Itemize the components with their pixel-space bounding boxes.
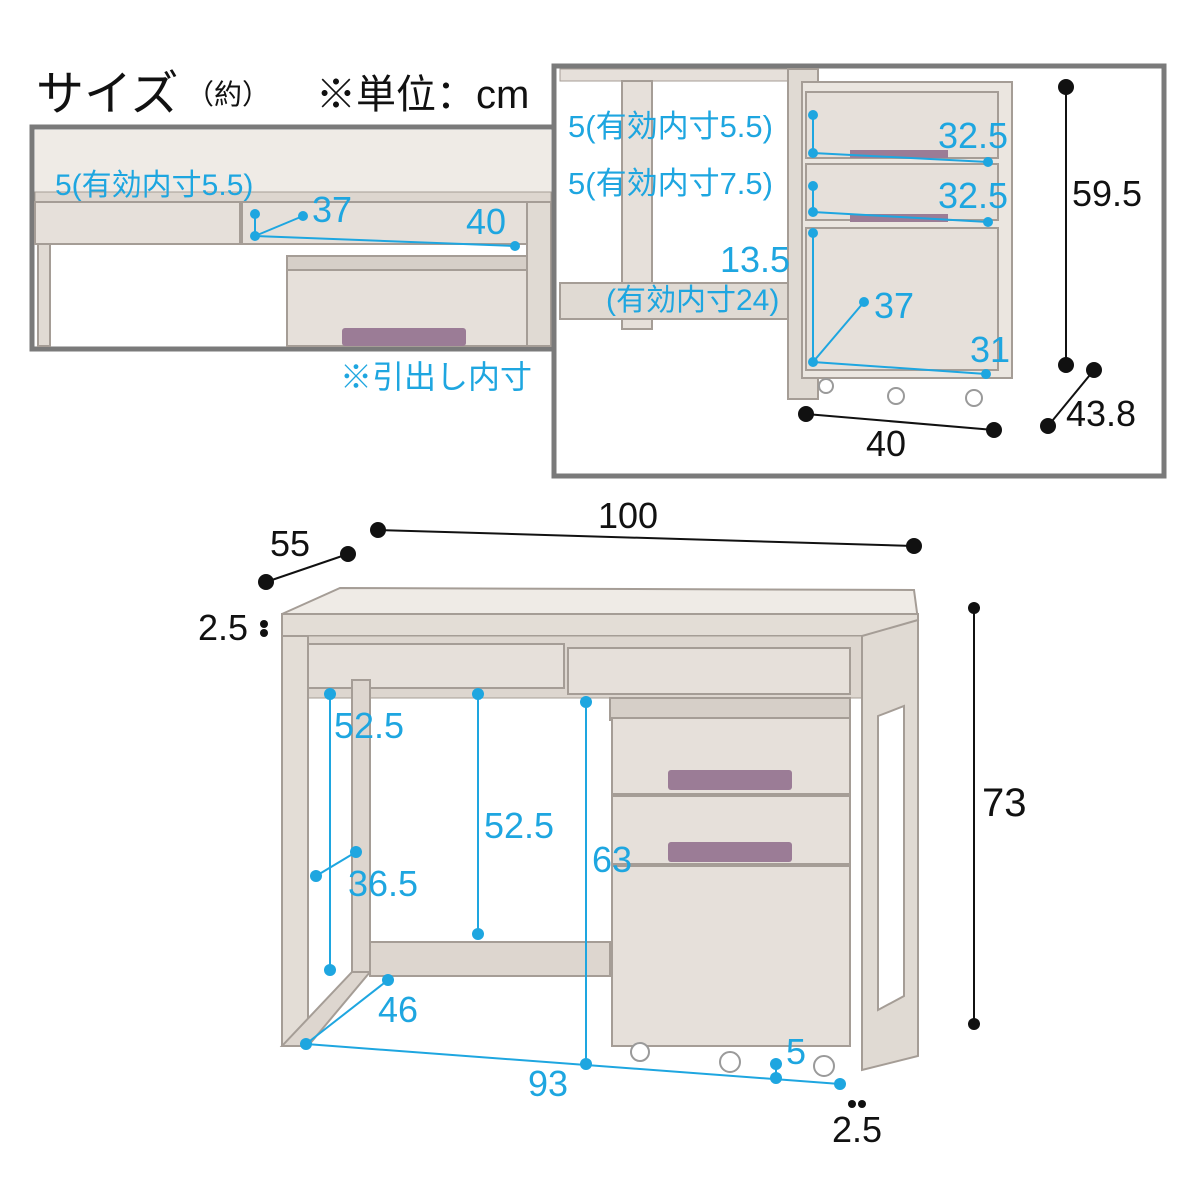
desk-leg-width: 2.5 (832, 1109, 882, 1150)
page-title: サイズ (36, 68, 179, 121)
leg-clear-height: 52.5 (334, 705, 404, 746)
inset-right: 5(有効内寸5.5) 32.5 5(有効内寸7.5) 32.5 13.5 (有効… (551, 63, 1167, 479)
desk-drawer-right (567, 647, 851, 695)
desk-wagon-d1-handle (668, 770, 792, 790)
wagon-d1-height: 5(有効内寸5.5) (568, 109, 773, 144)
desk-top-thickness: 2.5 (198, 607, 248, 648)
wagon-depth: 43.8 (1066, 393, 1136, 434)
desk-blue-dots (300, 688, 846, 1090)
inset-casters (818, 378, 983, 407)
desk-top-edge (281, 613, 919, 637)
inset-right-rail (559, 282, 797, 320)
inset-left: 5(有効内寸5.5) 37 40 (29, 124, 557, 352)
desk-illustration (279, 586, 920, 1077)
wagon-d2-height: 5(有効内寸7.5) (568, 166, 773, 201)
inset-wagon-d3 (805, 227, 999, 371)
desk-width: 100 (598, 495, 658, 536)
desk-wagon-casters (630, 1042, 835, 1077)
desk-wagon-d3 (611, 865, 851, 1047)
inset-wagon-top (286, 255, 528, 271)
inset-side-panel (526, 201, 552, 347)
inset-wagon-d1 (805, 91, 999, 159)
desk-side-cutout (877, 704, 905, 1012)
inset-drawer-left (34, 201, 241, 245)
inset-right-black-dims (805, 87, 1095, 431)
inset-left-dots (250, 209, 520, 251)
wagon-d3-height: 13.5 (720, 239, 790, 280)
desk-black-dims (265, 529, 975, 1024)
desk-height: 73 (982, 781, 1027, 825)
offset-width: 5 (786, 1031, 806, 1072)
desk-depth: 55 (270, 523, 310, 564)
wagon-height: 59.5 (1072, 173, 1142, 214)
inset-desktop (35, 130, 551, 196)
unit-note: ※単位：cm (316, 73, 529, 117)
clear-width: 93 (528, 1063, 568, 1104)
inset-right-dots (808, 110, 993, 379)
wagon-d2-width: 32.5 (938, 175, 1008, 216)
inset-right-black-dots (798, 79, 1102, 438)
inset-right-shelf (559, 68, 797, 82)
desk-left-leg-front (281, 635, 309, 1047)
inset-top-drawer-depth: 5(有効内寸5.5) (55, 169, 253, 202)
side-panel-height: 36.5 (348, 863, 418, 904)
wagon-width: 40 (866, 423, 906, 464)
desk-black-dots (258, 522, 980, 1108)
wagon-d1-width: 32.5 (938, 115, 1008, 156)
desk-drawer-left (295, 643, 565, 689)
wagon-d3-depth: 37 (874, 285, 914, 326)
desk-blue-dims (305, 694, 841, 1085)
wagon-d3-effective: (有効内寸24) (606, 284, 779, 317)
inset-footnote: ※引出し内寸 (340, 359, 532, 395)
approx-label: （約） (186, 79, 270, 110)
inset-wagon-d2 (805, 163, 999, 221)
leg-depth: 46 (378, 989, 418, 1030)
desk-back-rail (369, 941, 611, 977)
inset-drawer-width: 40 (466, 201, 506, 242)
inset-leg (37, 243, 51, 347)
inset-wagon-d2-handle (850, 214, 948, 222)
under-drawer-height: 63 (592, 839, 632, 880)
inset-wagon-d1-handle (850, 150, 948, 158)
desk-wagon-top (609, 697, 851, 721)
wagon-d3-width: 31 (970, 329, 1010, 370)
inset-wagon-handle (342, 328, 466, 346)
desk-wagon-d2-handle (668, 842, 792, 862)
center-clear-height: 52.5 (484, 805, 554, 846)
inset-drawer-depth: 37 (312, 189, 352, 230)
